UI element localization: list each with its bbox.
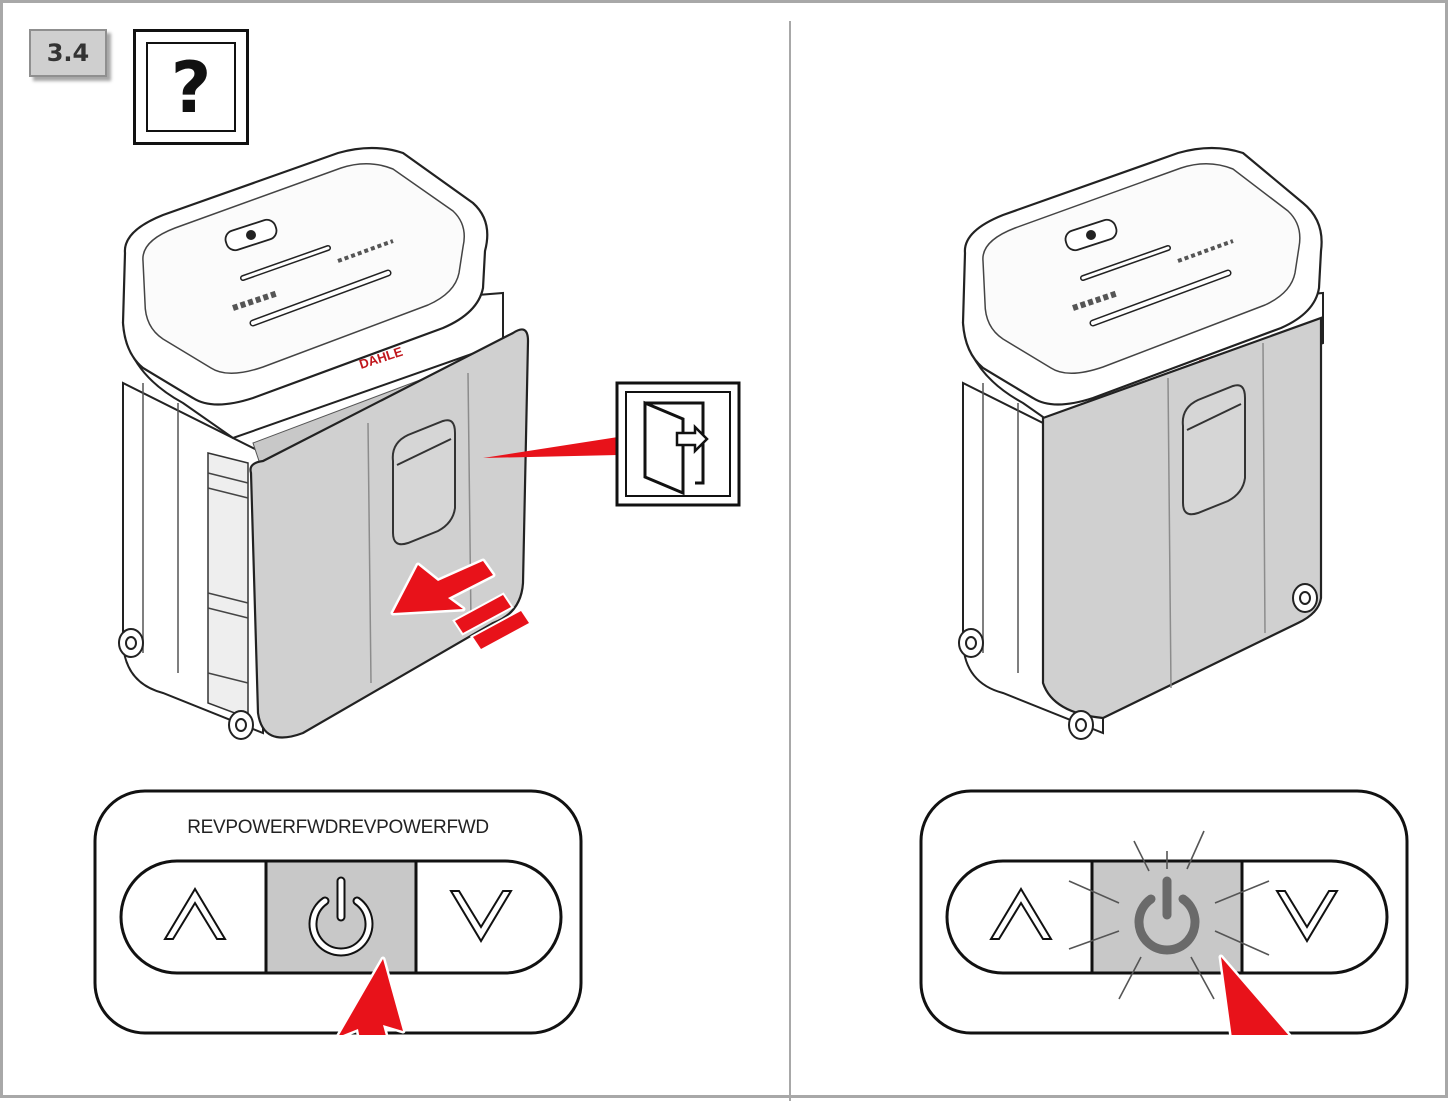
shredder-bin-open-illustration: DAHLE [118, 146, 618, 740]
caster-wheel [958, 583, 1318, 740]
bin-door-icon [615, 381, 741, 507]
power-icon [1134, 876, 1200, 955]
press-arrow-icon [336, 956, 406, 1035]
forward-down-icon [449, 890, 513, 943]
press-arrow-icon [1218, 954, 1292, 1035]
push-in-arrow [390, 558, 532, 652]
reverse-up-icon [989, 887, 1053, 940]
shredder-bin-closed-illustration: DAHLE [958, 146, 1324, 740]
step-number-badge: 3.4 [29, 29, 107, 77]
bin-handle [1181, 384, 1246, 516]
help-question-glyph: ? [146, 42, 236, 132]
control-panel-left: REVPOWERFWDREVPOWERFWD [93, 789, 583, 1035]
control-panel-right [919, 789, 1409, 1035]
control-panel-label: REVPOWERFWDREVPOWERFWD [187, 817, 489, 838]
bin-handle [391, 419, 456, 546]
waste-bin-drawer [249, 328, 530, 739]
power-glow-rays [1068, 830, 1270, 1000]
power-icon [308, 876, 374, 957]
caster-wheel [118, 628, 254, 740]
help-question-icon: ? [133, 29, 249, 145]
waste-bin-drawer [1041, 316, 1323, 720]
panel-divider [789, 21, 791, 1101]
forward-down-icon [1275, 890, 1339, 943]
reverse-up-icon [163, 887, 227, 940]
